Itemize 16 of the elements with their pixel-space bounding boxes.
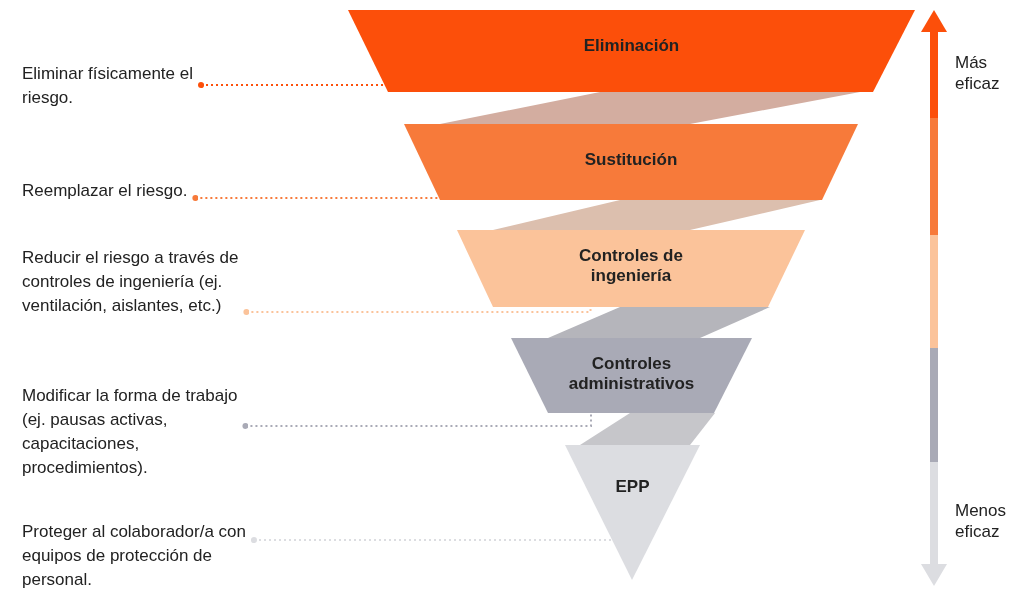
- description-text: Reemplazar el riesgo.: [22, 179, 292, 203]
- description-text: Reducir el riesgo a través de controles de ingeniería (ej. ventilación, aislantes, etc.): [22, 246, 292, 318]
- level-label: Sustitución: [584, 150, 678, 169]
- description-text: Eliminar físicamente el riesgo.: [22, 62, 292, 110]
- scale-label: Más eficaz: [955, 52, 1001, 94]
- scale-label: Menos eficaz: [955, 500, 1008, 542]
- level-label: EPP: [615, 477, 650, 496]
- description-text: Modificar la forma de trabajo (ej. pausas activas, capacitaciones, procedimientos).: [22, 384, 292, 480]
- level-label: Eliminación: [583, 36, 680, 55]
- description-text: Proteger al colaborador/a con equipos de protección de personal.: [22, 520, 292, 591]
- leader-line: [251, 537, 614, 543]
- leader-line: [198, 82, 386, 88]
- leader-line: [243, 306, 592, 315]
- level-label: Controles de ingeniería: [579, 246, 683, 285]
- leader-line: [242, 412, 592, 429]
- level-label: Controles administrativos: [568, 354, 695, 393]
